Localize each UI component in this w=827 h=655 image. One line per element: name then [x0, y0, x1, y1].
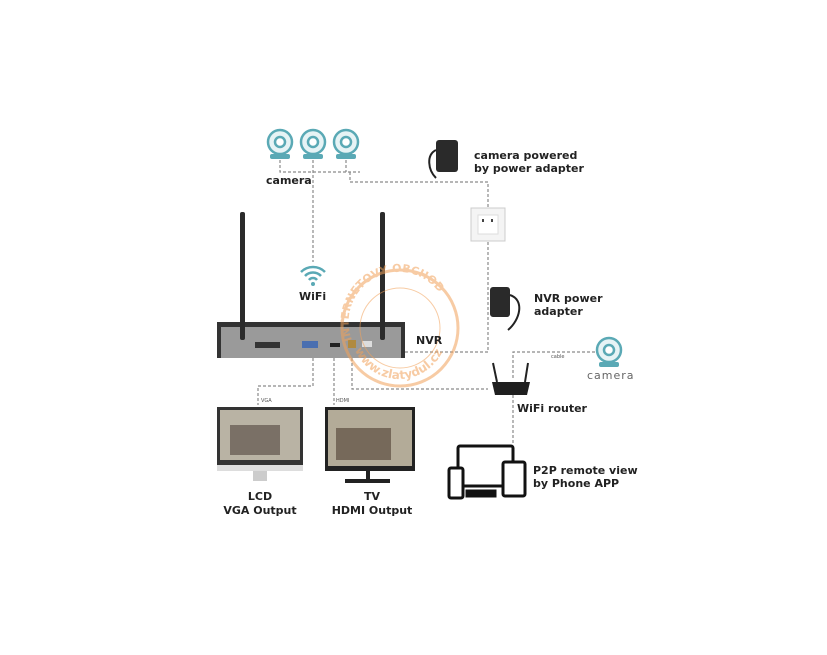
- lcd-monitor: [217, 407, 303, 481]
- vga-port-label: VGA: [261, 398, 272, 404]
- lcd-label-1: LCD: [247, 490, 273, 503]
- hdmi-port-label: HDMI: [336, 398, 350, 404]
- lcd-label-2: VGA Output: [223, 504, 297, 517]
- camera-group-label: camera: [266, 174, 312, 187]
- tv-label-2: HDMI Output: [331, 504, 413, 517]
- wifi-router-icon: [492, 362, 530, 395]
- nvr-power-label-1: NVR power: [534, 292, 603, 305]
- nvr-device: [217, 212, 405, 358]
- cable-label: cable: [551, 354, 565, 360]
- camera-bases: [270, 154, 619, 367]
- wall-socket-icon: [470, 207, 506, 242]
- camera-power-label-2: by power adapter: [474, 162, 584, 175]
- wifi-icon: [300, 265, 326, 286]
- router-label: WiFi router: [517, 402, 587, 415]
- p2p-label-2: by Phone APP: [533, 477, 620, 490]
- devices-icon: [447, 444, 527, 500]
- camera-single-label: camera: [587, 369, 635, 382]
- tv-monitor: [325, 407, 415, 483]
- connection-lines: [257, 160, 595, 445]
- p2p-label-1: P2P remote view: [533, 464, 638, 477]
- wifi-label: WiFi: [299, 290, 327, 303]
- nvr-power-adapter-icon: [490, 287, 521, 331]
- power-adapter-icon: [428, 140, 458, 179]
- nvr-label: NVR: [416, 334, 443, 347]
- nvr-power-label-2: adapter: [534, 305, 583, 318]
- tv-label-1: TV: [363, 490, 381, 503]
- camera-power-label-1: camera powered: [474, 149, 578, 162]
